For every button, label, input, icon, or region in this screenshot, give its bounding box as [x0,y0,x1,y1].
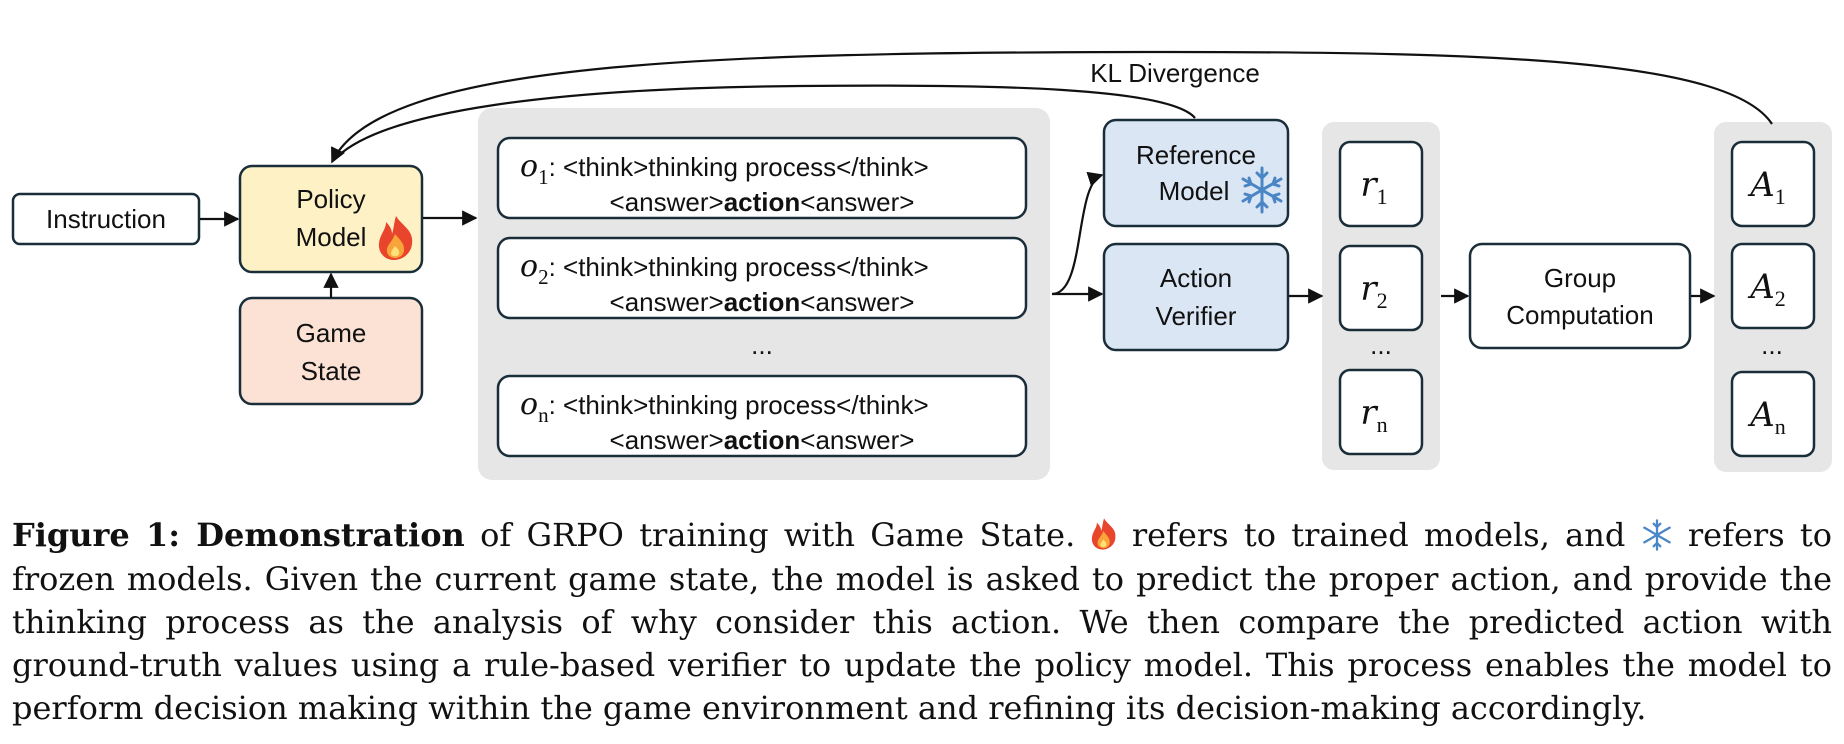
advantage-a1: A1 [1730,140,1816,228]
action-verifier-label-2: Verifier [1156,301,1237,331]
kl-divergence-label: KL Divergence [1090,58,1260,88]
output-action: action [724,187,801,217]
output-answer-open: <answer> [610,187,724,217]
figure-caption: Figure 1: Demonstration of GRPO training… [12,514,1832,730]
caption-text-1: of GRPO training with Game State. [464,516,1091,554]
output-box-2: o2: <think>thinking process</think> <ans… [496,236,1028,320]
fire-icon [378,216,413,260]
svg-text:<answer>action<answer>: <answer>action<answer> [610,187,915,217]
svg-text:rn: rn [1360,393,1387,437]
game-state-box [238,296,424,406]
reward-r1: r1 [1338,140,1424,228]
output-sub: n [538,403,549,427]
output-think: : <think>thinking process</think> [549,152,929,182]
output-var: o [520,249,538,284]
reference-model-label-2: Model [1159,176,1230,206]
game-state-label-2: State [301,356,362,386]
outputs-to-reference-arrow [1051,171,1104,296]
output-var: o [520,149,538,184]
policy-model-label-2: Model [296,222,367,252]
caption-text-3: refers to frozen models. Given the curre… [12,516,1833,727]
svg-text:on: <think>thinking process</t: on: <think>thinking process</think> [520,387,929,427]
svg-text:o1: <think>thinking process</t: o1: <think>thinking process</think> [520,149,929,189]
svg-text:<answer>action<answer>: <answer>action<answer> [610,425,915,455]
output-box-1: o1: <think>thinking process</think> <ans… [496,136,1028,220]
reference-model-box [1102,118,1290,228]
group-computation-label-1: Group [1544,263,1616,293]
group-computation-box [1468,242,1692,350]
advantage-a2: A2 [1730,242,1816,330]
output-answer-open: <answer> [610,425,724,455]
snowflake-icon [1641,519,1673,554]
svg-text:A1: A1 [1747,165,1786,209]
svg-text:<answer>action<answer>: <answer>action<answer> [610,287,915,317]
output-box-n: on: <think>thinking process</think> <ans… [496,374,1028,458]
action-verifier-label-1: Action [1160,263,1232,293]
output-answer-close: <answer> [800,287,914,317]
svg-text:r1: r1 [1360,165,1387,209]
output-think: : <think>thinking process</think> [549,252,929,282]
game-state-label-1: Game [296,318,367,348]
reward-rn: rn [1338,368,1424,456]
caption-text-2: refers to trained models, and [1116,516,1641,554]
output-sub: 2 [538,265,549,289]
advantages-ellipsis: ... [1761,330,1783,360]
advantage-an: An [1730,370,1816,458]
caption-label: Figure 1: Demonstration [12,516,465,554]
outputs-ellipsis: ... [751,330,773,360]
snowflake-icon [1241,166,1283,214]
reward-r2: r2 [1338,244,1424,332]
instruction-label: Instruction [46,204,166,234]
group-computation-label-2: Computation [1506,300,1653,330]
svg-text:r2: r2 [1360,269,1387,313]
reference-model-label-1: Reference [1136,140,1256,170]
reference-to-policy-arc [333,84,1196,161]
svg-text:A2: A2 [1747,267,1786,311]
kl-divergence-arc [331,50,1773,164]
policy-model-box [238,164,424,274]
output-sub: 1 [538,165,549,189]
output-answer-close: <answer> [800,425,914,455]
output-action: action [724,287,801,317]
instruction-box [11,192,201,246]
action-verifier-box [1102,242,1290,352]
output-answer-close: <answer> [800,187,914,217]
output-action: action [724,425,801,455]
output-think: : <think>thinking process</think> [549,390,929,420]
svg-text:An: An [1747,395,1786,439]
output-var: o [520,387,538,422]
svg-text:o2: <think>thinking process</t: o2: <think>thinking process</think> [520,249,929,289]
policy-model-label-1: Policy [296,184,365,214]
grpo-diagram: KL Divergence Instruction Policy Model G… [11,50,1832,480]
rewards-ellipsis: ... [1370,330,1392,360]
fire-icon [1091,518,1117,554]
output-answer-open: <answer> [610,287,724,317]
